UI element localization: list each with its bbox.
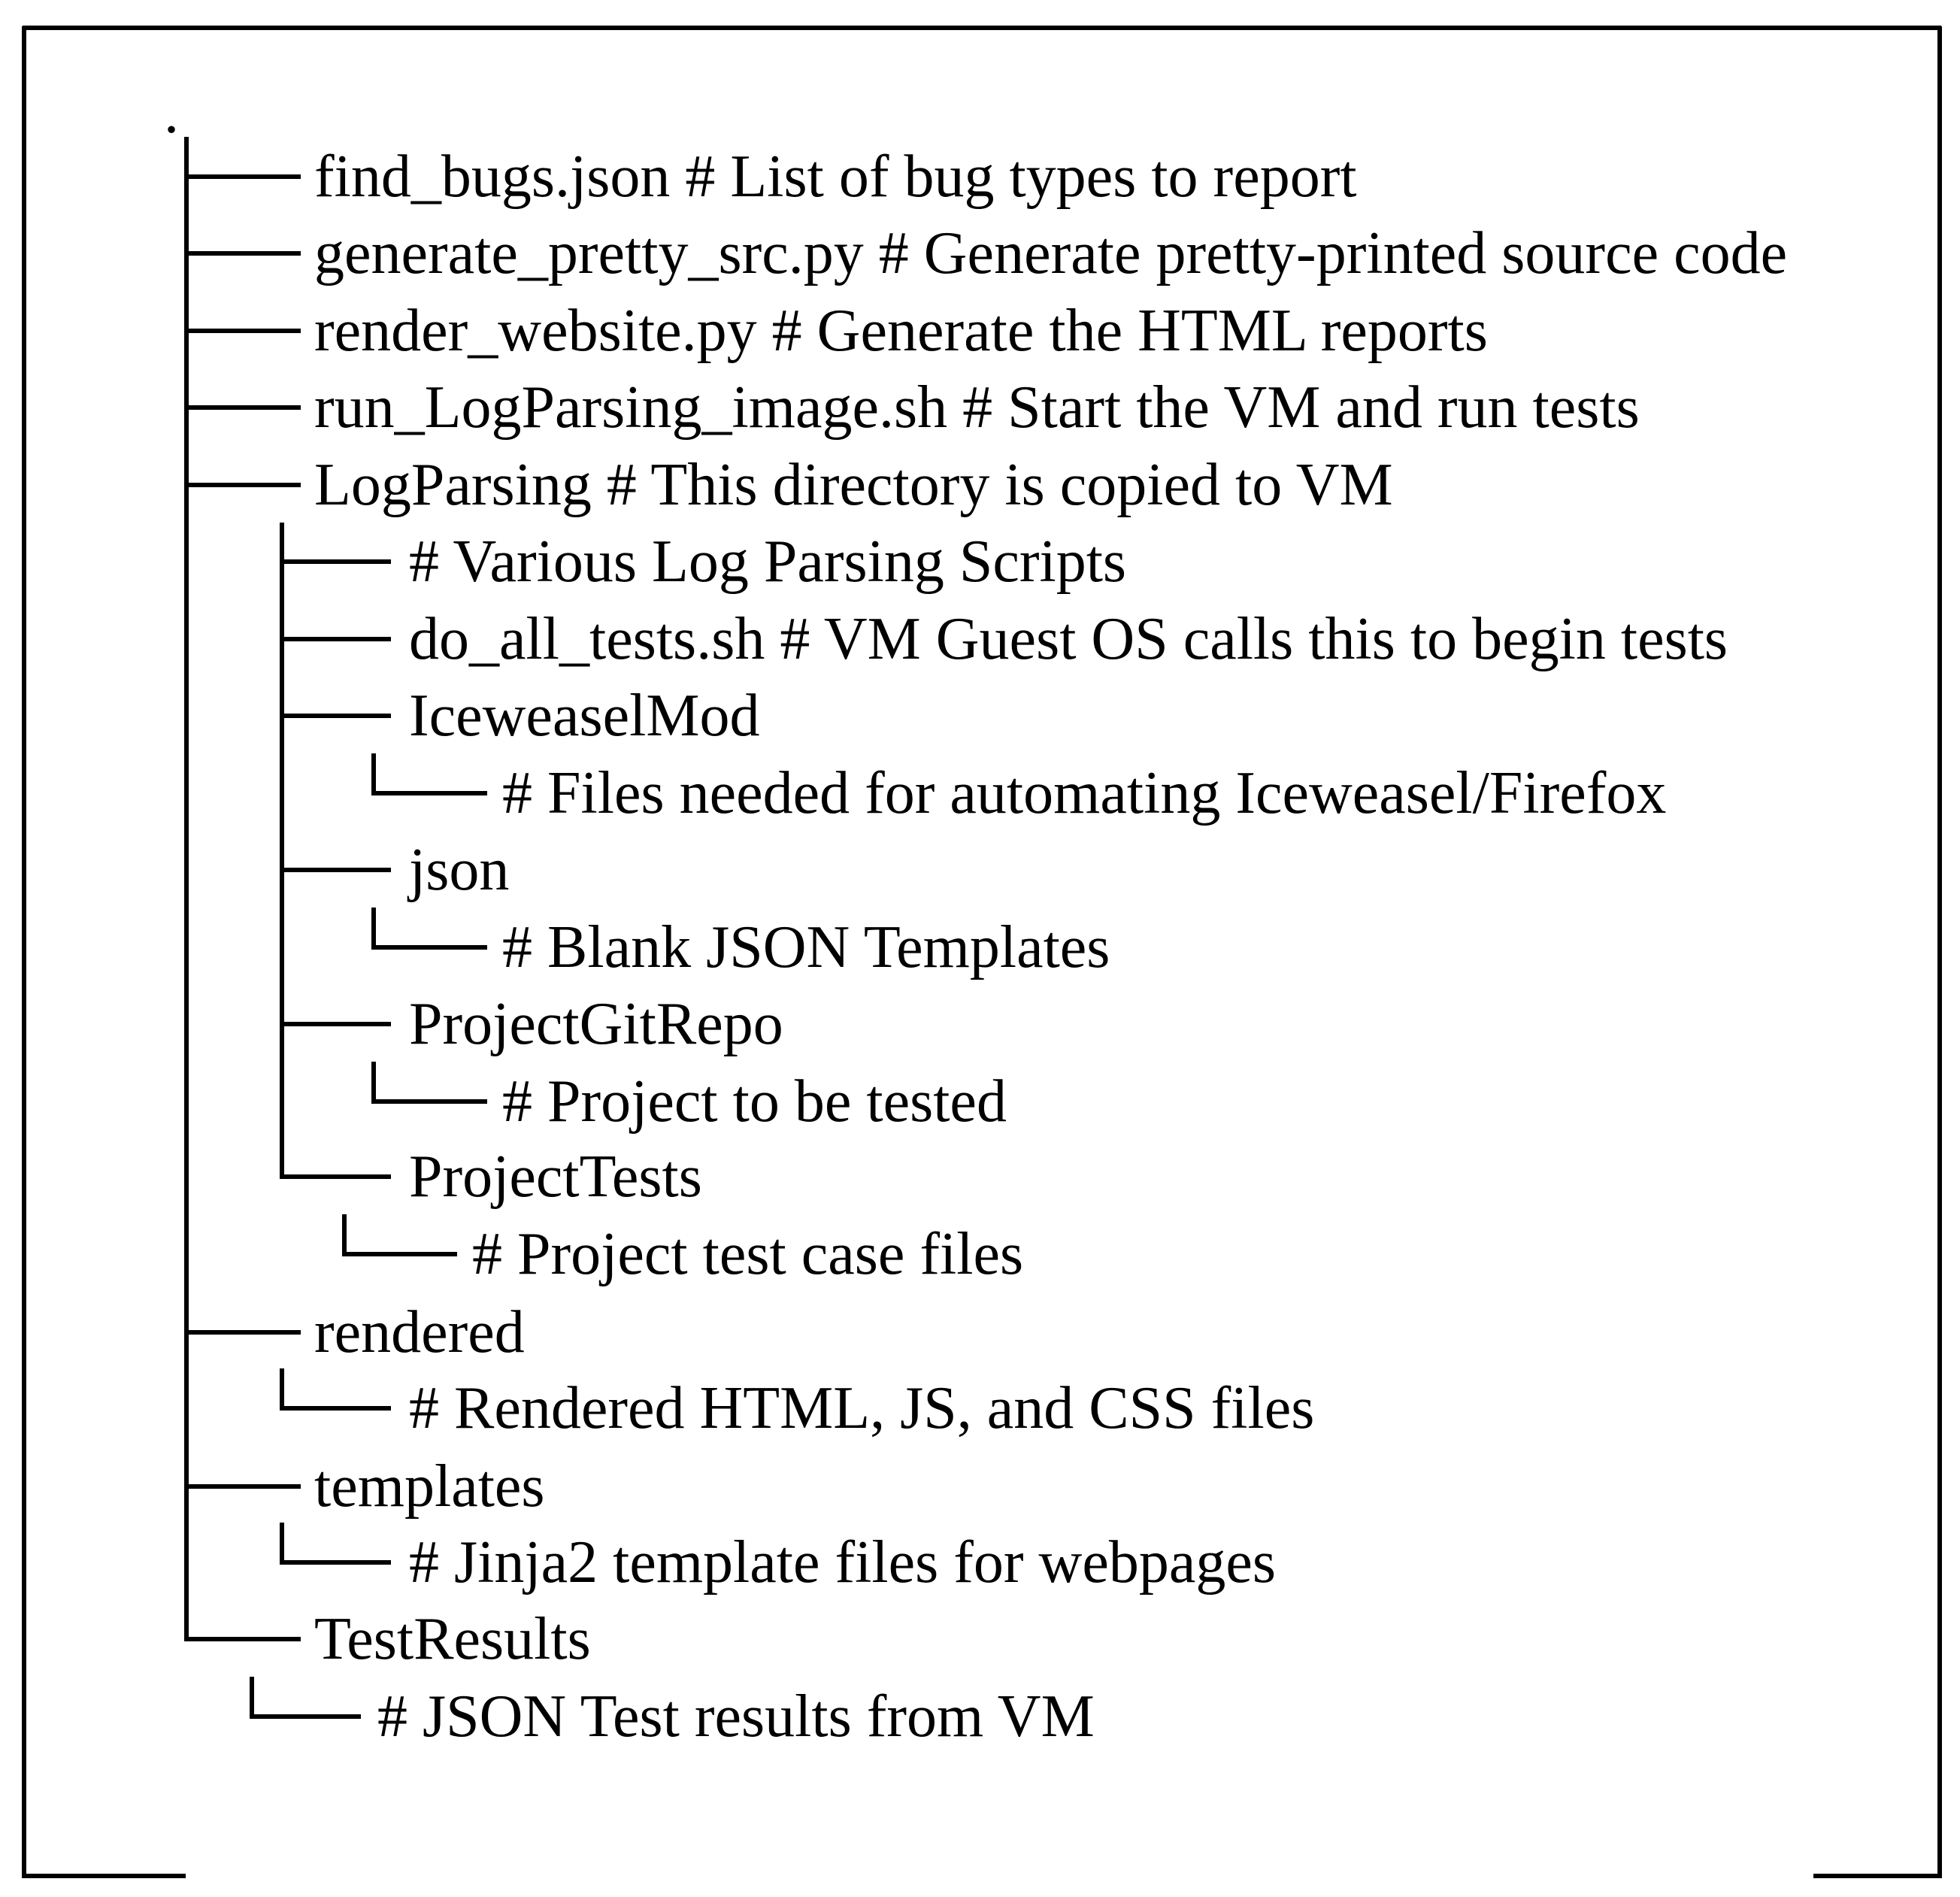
entry-json: json [409,837,510,903]
entry-project-to-test: # Project to be tested [502,1068,1007,1135]
tree-root: . [164,80,179,146]
entry-do-all-tests: do_all_tests.sh # VM Guest OS calls this… [409,606,1728,672]
entry-test-case-files: # Project test case files [472,1221,1024,1287]
entry-render-website: render_website.py # Generate the HTML re… [314,298,1488,364]
entry-run-logparsing: run_LogParsing_image.sh # Start the VM a… [314,374,1640,441]
entry-jinja2-templates: # Jinja2 template files for webpages [409,1529,1276,1595]
entry-templates: templates [314,1453,545,1520]
entry-generate-pretty-src: generate_pretty_src.py # Generate pretty… [314,220,1788,286]
entry-json-templates: # Blank JSON Templates [502,914,1110,980]
entry-rendered-files: # Rendered HTML, JS, and CSS files [409,1375,1315,1441]
entry-iceweaselmod: IceweaselMod [409,683,760,749]
entry-logparsing: LogParsing # This directory is copied to… [314,452,1393,518]
entry-find-bugs: find_bugs.json # List of bug types to re… [314,144,1357,210]
entry-testresults: TestResults [314,1606,591,1672]
entry-projecttests: ProjectTests [409,1144,702,1210]
entry-rendered: rendered [314,1299,525,1365]
entry-iceweasel-files: # Files needed for automating Iceweasel/… [502,760,1667,826]
entry-projectgitrepo: ProjectGitRepo [409,991,783,1057]
entry-various-scripts: # Various Log Parsing Scripts [409,529,1127,595]
entry-json-test-results: # JSON Test results from VM [377,1683,1095,1750]
